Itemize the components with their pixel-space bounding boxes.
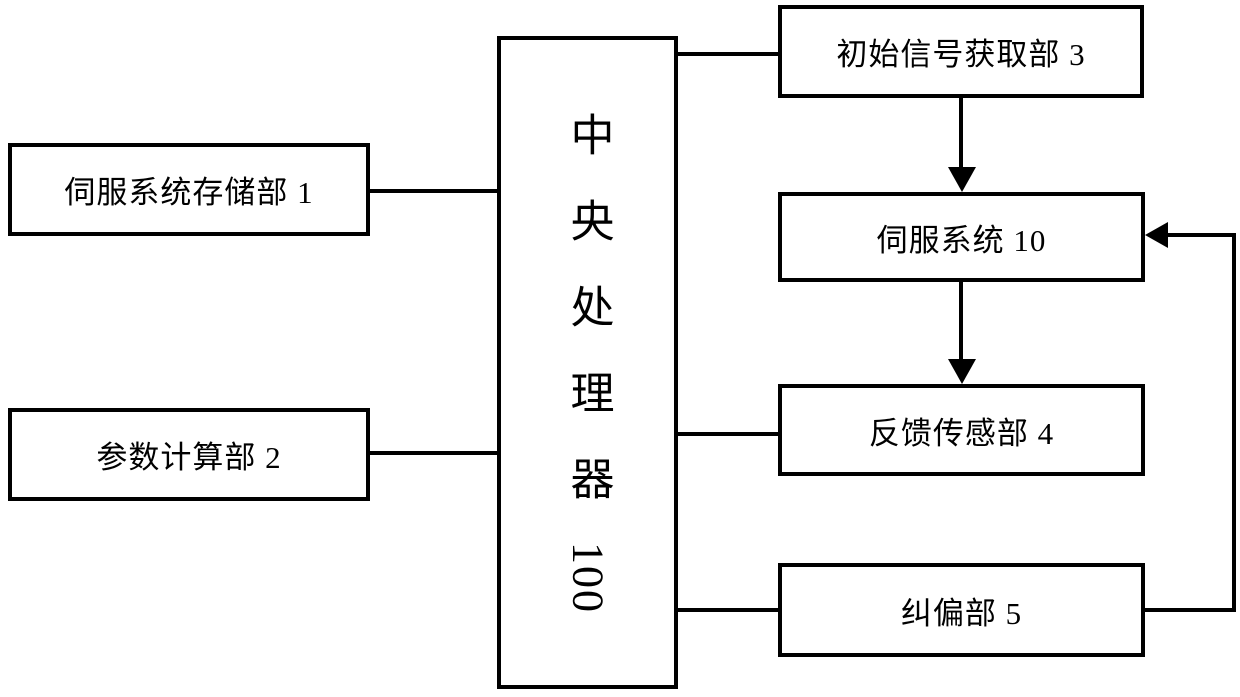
node-correction-label: 纠偏部 5 [900, 595, 1023, 631]
node-servo-system-label: 伺服系统 10 [876, 222, 1047, 258]
arrowhead-down-initial-signal-to-servo-system-icon [948, 167, 976, 192]
feedback-line-top [1163, 233, 1236, 237]
node-feedback-sensor-label: 反馈传感部 4 [868, 415, 1055, 451]
central-processor-label-text: 中央处理器 [563, 111, 613, 542]
node-servo-system: 伺服系统 10 [778, 192, 1145, 282]
connector-servo-storage-to-cpu [368, 189, 499, 193]
feedback-line-correction-right [1143, 608, 1236, 612]
connector-cpu-to-initial-signal [676, 52, 780, 56]
connector-cpu-to-feedback-sensor [676, 432, 780, 436]
arrowhead-down-servo-system-to-feedback-sensor-icon [948, 359, 976, 384]
node-correction: 纠偏部 5 [778, 563, 1145, 657]
arrowhead-left-correction-to-servo-system-icon [1145, 222, 1168, 248]
arrow-line-initial-signal-to-servo-system [959, 96, 963, 176]
feedback-line-vertical [1232, 233, 1236, 612]
central-processor-label-number: 100 [563, 541, 613, 614]
node-central-processor-label: 中央处理器100 [563, 111, 613, 614]
node-feedback-sensor: 反馈传感部 4 [778, 384, 1145, 476]
node-param-calc: 参数计算部 2 [8, 408, 370, 501]
connector-cpu-to-correction [676, 608, 780, 612]
node-param-calc-label: 参数计算部 2 [96, 440, 282, 475]
node-servo-storage-label: 伺服系统存储部 1 [64, 175, 314, 210]
node-central-processor: 中央处理器100 [497, 36, 678, 689]
node-servo-storage: 伺服系统存储部 1 [8, 143, 370, 236]
node-initial-signal-label: 初始信号获取部 3 [836, 37, 1086, 72]
node-initial-signal: 初始信号获取部 3 [778, 5, 1144, 98]
connector-param-calc-to-cpu [368, 451, 499, 455]
arrow-line-servo-system-to-feedback-sensor [959, 280, 963, 364]
